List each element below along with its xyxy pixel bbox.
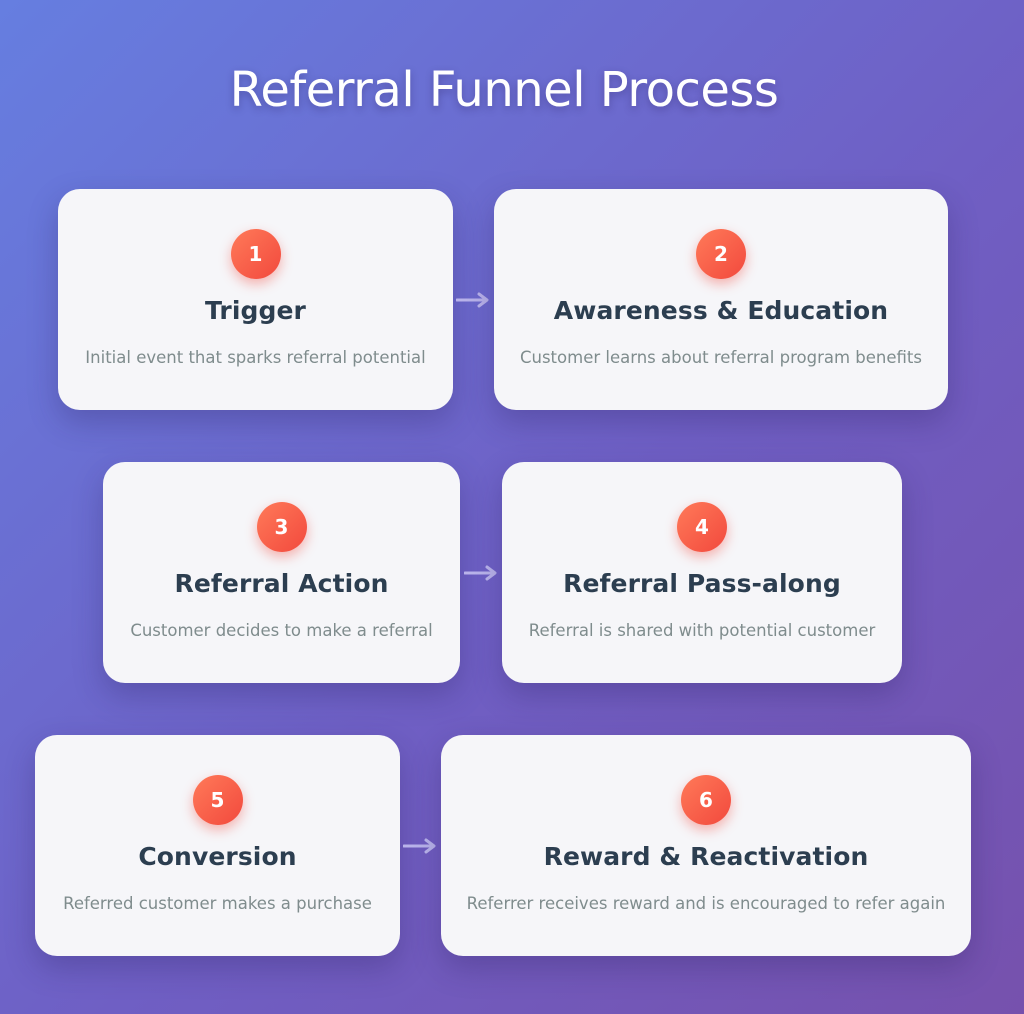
step-description: Referrer receives reward and is encourag…: [466, 894, 946, 913]
arrow-right-icon: [403, 838, 436, 854]
step-title: Referral Pass-along: [563, 569, 841, 598]
step-title: Trigger: [205, 296, 306, 325]
step-number-badge: 2: [696, 229, 746, 279]
step-title: Referral Action: [174, 569, 389, 598]
step-number-badge: 5: [192, 775, 243, 825]
step-card-2: 2 Awareness & Education Customer learns …: [494, 189, 948, 410]
step-card-5: 5 Conversion Referred customer makes a p…: [35, 735, 400, 956]
step-number-badge: 4: [677, 502, 727, 552]
arrow-right-icon: [464, 565, 497, 581]
step-number-badge: 6: [681, 775, 731, 825]
step-title: Conversion: [138, 842, 297, 871]
step-title: Reward & Reactivation: [543, 842, 869, 871]
step-title: Awareness & Education: [553, 296, 889, 325]
step-description: Customer decides to make a referral: [130, 621, 433, 640]
arrow-right-icon: [456, 292, 489, 308]
step-description: Customer learns about referral program b…: [519, 348, 922, 367]
step-card-3: 3 Referral Action Customer decides to ma…: [103, 462, 460, 683]
step-number-badge: 1: [230, 229, 281, 279]
step-card-4: 4 Referral Pass-along Referral is shared…: [502, 462, 902, 683]
step-description: Referral is shared with potential custom…: [528, 621, 876, 640]
step-description: Referred customer makes a purchase: [63, 894, 372, 913]
step-description: Initial event that sparks referral poten…: [85, 348, 426, 367]
step-card-6: 6 Reward & Reactivation Referrer receive…: [441, 735, 971, 956]
page-title: Referral Funnel Process: [229, 62, 779, 118]
step-number-badge: 3: [256, 502, 307, 552]
step-card-1: 1 Trigger Initial event that sparks refe…: [58, 189, 453, 410]
